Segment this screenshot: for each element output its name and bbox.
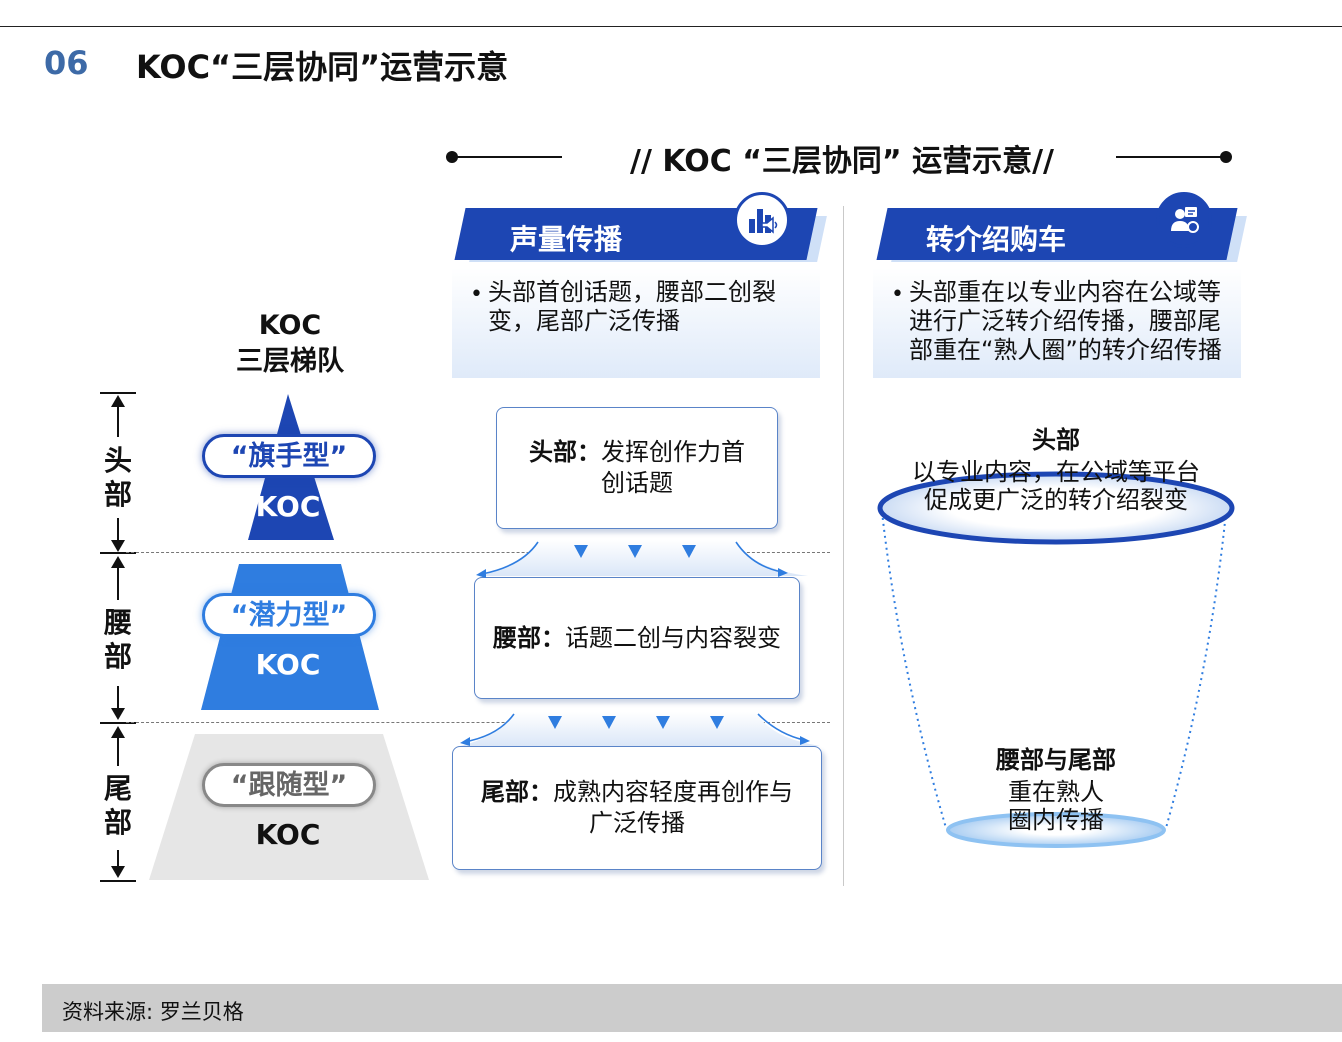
voice-column-title: 声量传播	[510, 223, 623, 256]
down-arrow-icon	[548, 716, 562, 729]
voice-box-head-bold: 头部：	[529, 438, 601, 466]
axis-tick-2	[100, 722, 136, 724]
axis-line-tail-lower	[117, 850, 119, 870]
tier-pill-tail: “跟随型”	[202, 763, 376, 807]
axis-arrow-down-tail	[111, 866, 125, 878]
down-arrow-icon	[656, 716, 670, 729]
tier-pill-head: “旗手型”	[202, 434, 376, 478]
voice-column-header: 声量传播	[454, 208, 827, 262]
referral-column-title: 转介绍购车	[926, 223, 1067, 256]
voice-box-waist-text: 话题二创与内容裂变	[565, 623, 781, 652]
axis-tick-top	[100, 392, 136, 394]
side-label-waist: 腰部	[103, 606, 132, 673]
tier-pill-waist: “潜力型”	[202, 593, 376, 637]
side-label-tail: 尾部	[103, 772, 132, 839]
banner-right-line	[1116, 156, 1226, 158]
column-separator	[843, 206, 844, 886]
koc-tier-title: KOC 三层梯队	[220, 308, 360, 380]
down-arrow-icon	[628, 545, 642, 558]
axis-line-head-lower	[117, 518, 119, 542]
side-label-head: 头部	[103, 444, 132, 511]
pyramid-bottom-tier	[149, 734, 429, 880]
tier-separator-1	[126, 552, 830, 553]
banner	[446, 136, 1238, 176]
tier-separator-2	[126, 722, 830, 723]
down-arrow-icon	[602, 716, 616, 729]
tier-koc-label-tail: KOC	[255, 818, 321, 851]
referral-bottom-title: 腰部与尾部	[996, 746, 1116, 774]
footer-bar	[42, 984, 1342, 1032]
section-number: 06	[44, 44, 89, 82]
page-title: KOC“三层协同”运营示意	[136, 48, 509, 86]
koc-tier-title-line1: KOC	[258, 310, 322, 341]
axis-arrow-down-head	[111, 540, 125, 552]
axis-tick-1	[100, 552, 136, 554]
tier-koc-label-waist: KOC	[255, 648, 321, 681]
banner-left-line	[452, 156, 562, 158]
axis-line-tail-upper	[117, 736, 119, 766]
funnel-top-ring	[877, 471, 1235, 545]
funnel-bottom-ring	[946, 812, 1166, 848]
down-arrow-icon	[574, 545, 588, 558]
axis-tick-bottom	[100, 880, 136, 882]
referral-description-text: 头部重在以专业内容在公域等进行广泛转介绍传播，腰部尾部重在“熟人圈”的转介绍传播	[909, 278, 1222, 364]
voice-box-tail-text: 成熟内容轻度再创作与广泛传播	[553, 778, 793, 837]
down-arrow-icon	[682, 545, 696, 558]
voice-box-waist-bold: 腰部：	[493, 623, 565, 652]
axis-line-waist-lower	[117, 686, 119, 710]
referral-top-text: 以专业内容，在公域等平台促成更广泛的转介绍裂变	[912, 458, 1200, 514]
referral-description: • 头部重在以专业内容在公域等进行广泛转介绍传播，腰部尾部重在“熟人圈”的转介绍…	[873, 268, 1241, 378]
referral-top-title: 头部	[1032, 426, 1080, 454]
axis-arrow-up-waist	[111, 556, 125, 568]
koc-tier-title-line2: 三层梯队	[236, 346, 344, 377]
voice-box-head: 头部：发挥创作力首创话题	[496, 407, 778, 529]
pyramid-middle-tier	[201, 564, 379, 710]
axis-line-waist-upper	[117, 566, 119, 600]
tier-koc-label-head: KOC	[255, 490, 321, 523]
voice-description: • 头部首创话题，腰部二创裂变，尾部广泛传播	[452, 268, 820, 378]
source-note: 资料来源: 罗兰贝格	[62, 1000, 244, 1024]
voice-box-head-text: 发挥创作力首创话题	[601, 438, 745, 497]
banner-title: // KOC “三层协同” 运营示意//	[629, 144, 1054, 179]
voice-box-waist: 腰部：话题二创与内容裂变	[474, 577, 800, 699]
top-rule	[0, 26, 1342, 27]
axis-arrow-up-head	[111, 395, 125, 407]
referral-bottom-text: 重在熟人圈内传播	[1008, 778, 1104, 834]
referral-column-header: 转介绍购车	[876, 208, 1247, 262]
megaphone-chart-icon	[734, 192, 790, 248]
axis-arrow-up-tail	[111, 726, 125, 738]
voice-flow-arrows	[460, 540, 820, 746]
voice-box-tail: 尾部：成熟内容轻度再创作与广泛传播	[452, 746, 822, 870]
person-referral-icon	[1156, 192, 1212, 248]
voice-box-tail-bold: 尾部：	[481, 778, 553, 806]
axis-line-head-upper	[117, 405, 119, 437]
banner-right-dot	[1220, 151, 1232, 163]
referral-funnel	[877, 471, 1235, 848]
axis-arrow-down-waist	[111, 708, 125, 720]
voice-description-text: 头部首创话题，腰部二创裂变，尾部广泛传播	[488, 278, 776, 335]
down-arrow-icon	[710, 716, 724, 729]
